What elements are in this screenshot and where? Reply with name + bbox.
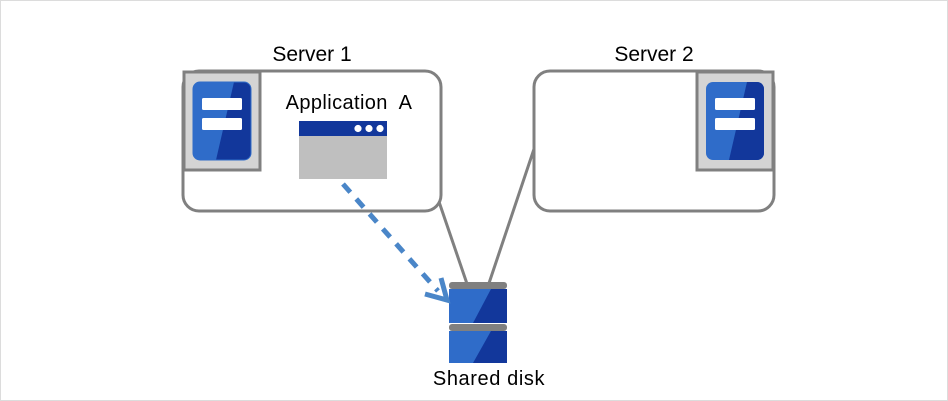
server-2-icon: [695, 70, 775, 172]
server-1-label: Server 1: [272, 43, 352, 66]
server-1-icon: [184, 72, 260, 170]
window-dot-2: [365, 124, 373, 133]
window-dot-1: [354, 124, 362, 133]
window-dot-3: [376, 124, 384, 133]
application-label: Application A: [285, 92, 413, 114]
shared-disk-icon: [449, 282, 507, 363]
application-window-icon: [299, 121, 387, 179]
server-2-label: Server 2: [614, 43, 694, 66]
application-to-disk-arrow: [341, 182, 451, 304]
shared-disk-label: Shared disk: [432, 368, 546, 390]
